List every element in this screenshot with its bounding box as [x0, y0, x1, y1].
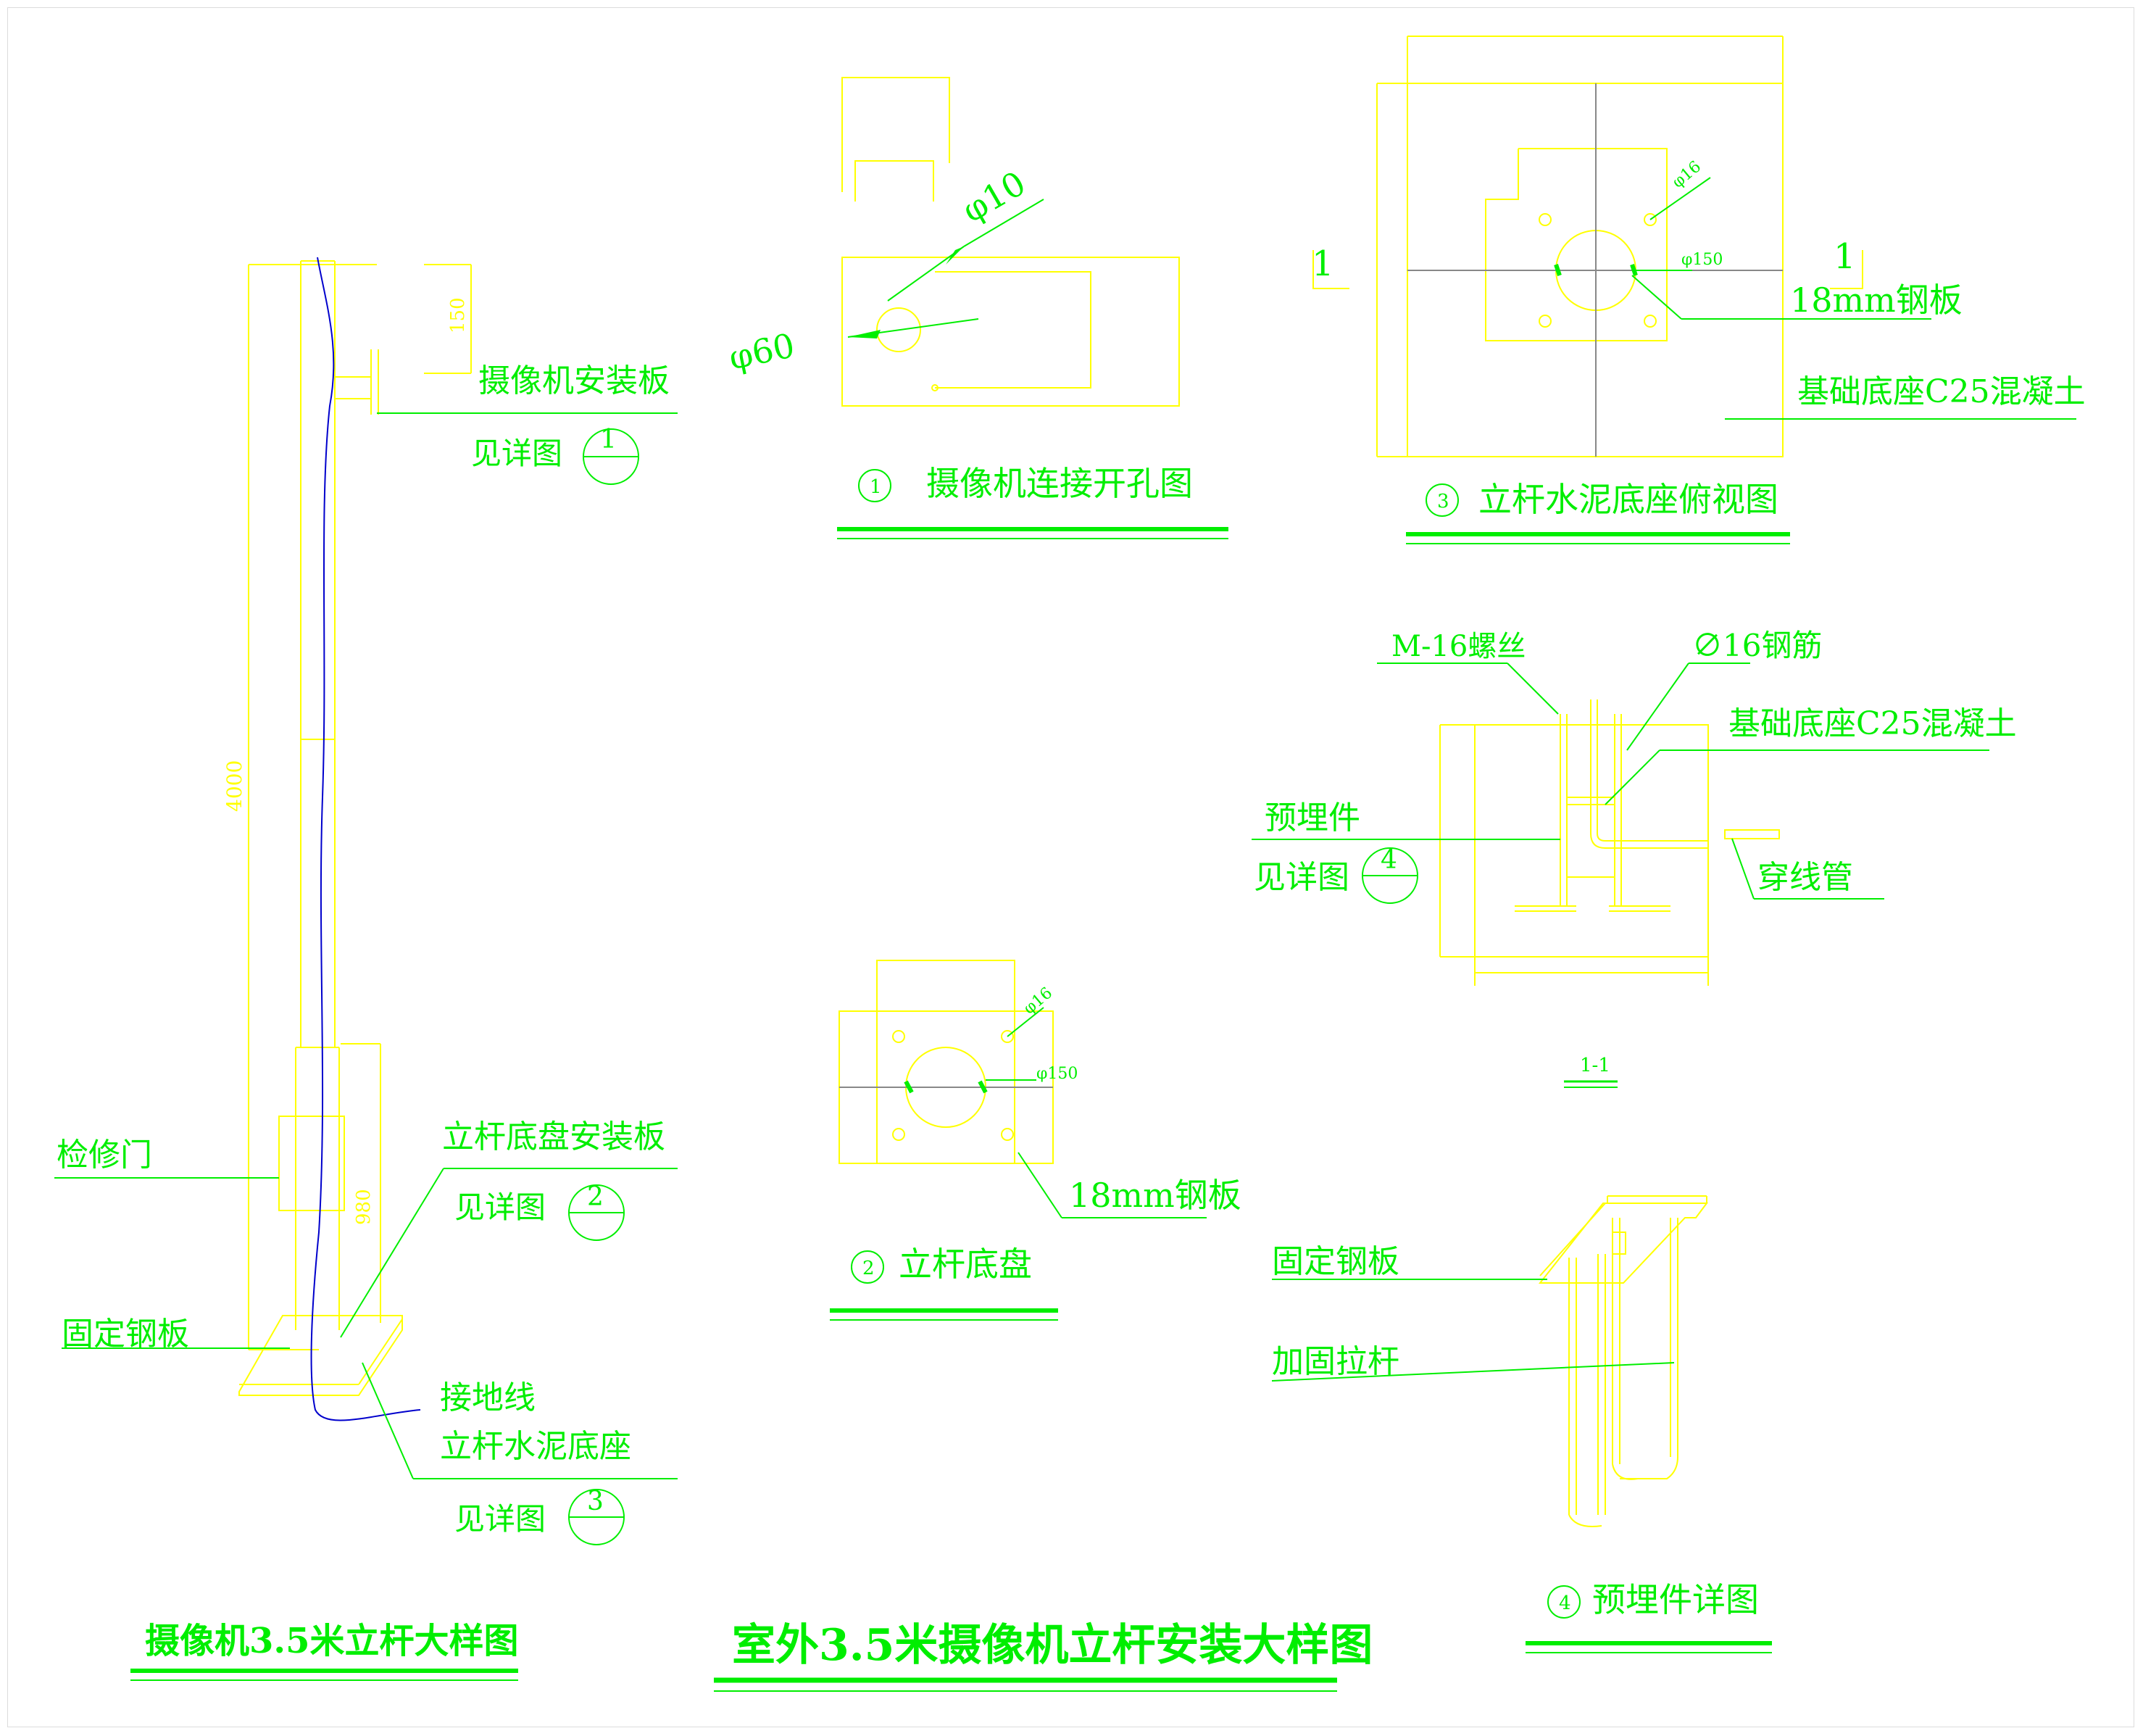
detail-2-bolt-dimension: φ16 [1020, 984, 1056, 1018]
detail-4-fixed-plate-label: 固定钢板 [1272, 1243, 1399, 1280]
camera-plate-ref-number: 1 [600, 425, 617, 454]
detail-3-top-view [1312, 36, 2076, 457]
detail-2-hole-dimension: φ150 [1036, 1065, 1078, 1083]
detail-3-bolt-dimension: φ16 [1669, 158, 1705, 192]
detail-4-title: 预埋件详图 [1592, 1580, 1759, 1619]
pole-view-title: 摄像机3.5米立杆大样图 [145, 1621, 519, 1661]
base-plate-ref-label: 见详图 [454, 1189, 546, 1225]
detail-1-title-underline [837, 527, 1228, 539]
detail-3-title: 立杆水泥底座俯视图 [1478, 480, 1778, 519]
detail-1-title: 摄像机连接开孔图 [926, 464, 1193, 503]
detail-3-number-circle [1426, 483, 1459, 517]
big-hole-dimension: φ60 [725, 325, 798, 378]
detail-1-number: 1 [870, 476, 882, 498]
detail-1-number-circle [858, 469, 891, 502]
detail-4-embedded-part [1271, 1195, 1708, 1527]
pole-body [295, 260, 340, 1330]
pole-view-title-underline [130, 1669, 518, 1681]
base-plate-label: 立杆底盘安装板 [442, 1118, 665, 1155]
conduit-label: 穿线管 [1757, 859, 1853, 896]
height-dimension: 4000 [222, 760, 246, 812]
ground-wire-label: 接地线 [440, 1379, 536, 1416]
camera-plate-ref-label: 见详图 [471, 436, 562, 471]
camera-bracket [335, 349, 379, 415]
detail-3-plate-label: 18mm钢板 [1790, 281, 1963, 320]
section-mark-left: 1 [1312, 244, 1334, 284]
detail-2-base-plate [839, 960, 1207, 1218]
sheet-title-underline [714, 1677, 1337, 1692]
detail-2-title: 立杆底盘 [899, 1245, 1032, 1284]
leader-lines [54, 412, 678, 1479]
detail-4-tie-rod-label: 加固拉杆 [1272, 1343, 1399, 1380]
section-mark-right: 1 [1834, 236, 1856, 277]
pole-elevation: 4000 150 980 [54, 257, 678, 1545]
detail-2-title-underline [830, 1308, 1058, 1321]
grounding-cable [310, 257, 421, 1421]
detail-3-hole-dimension: φ150 [1681, 251, 1723, 269]
access-door-label: 检修门 [57, 1137, 152, 1174]
screw-label: M-16螺丝 [1391, 630, 1526, 663]
detail-2-number-circle [851, 1250, 884, 1284]
detail-3-title-underline [1406, 532, 1790, 544]
detail-4-number: 4 [1559, 1592, 1571, 1614]
fixed-plate-label: 固定钢板 [62, 1316, 189, 1353]
callout-circles [568, 428, 639, 1545]
detail-4-number-circle [1547, 1585, 1581, 1619]
detail-4-title-underline [1526, 1641, 1772, 1653]
small-hole-dimension: φ10 [956, 163, 1033, 230]
base-plate [238, 1315, 403, 1396]
section-1-1-drawing [1252, 663, 1989, 986]
bracket-dimension: 150 [447, 297, 469, 333]
door-height-dimension: 980 [353, 1189, 375, 1225]
dimension-lines [248, 264, 472, 1350]
section-title: 1-1 [1580, 1055, 1610, 1076]
section-title-underline [1564, 1080, 1618, 1088]
embedded-part-label: 预埋件 [1265, 800, 1360, 836]
detail-2-plate-label: 18mm钢板 [1069, 1176, 1241, 1215]
sheet-title: 室外3.5米摄像机立杆安装大样图 [732, 1620, 1373, 1671]
access-door [278, 1116, 345, 1211]
camera-plate-label: 摄像机安装板 [478, 362, 670, 399]
detail-3-concrete-label: 基础底座C25混凝土 [1797, 373, 2086, 410]
base-plate-ref-number: 2 [587, 1182, 604, 1212]
rebar-label: ∅16钢筋 [1692, 628, 1822, 663]
embedded-part-ref-number: 4 [1381, 845, 1397, 875]
detail-2-number: 2 [862, 1258, 875, 1279]
section-concrete-label: 基础底座C25混凝土 [1728, 705, 2017, 742]
concrete-base-ref-number: 3 [587, 1487, 604, 1516]
concrete-base-label: 立杆水泥底座 [440, 1428, 631, 1465]
detail-1-hole-drawing [841, 77, 1180, 407]
embedded-part-ref-label: 见详图 [1254, 859, 1349, 896]
detail-3-number: 3 [1437, 491, 1449, 512]
concrete-base-ref-label: 见详图 [454, 1501, 546, 1537]
